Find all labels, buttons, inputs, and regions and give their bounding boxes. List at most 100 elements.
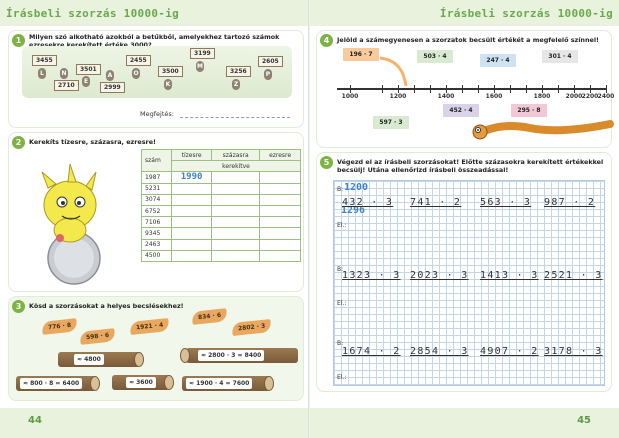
answer-cell[interactable]: [211, 182, 261, 195]
number-cell: 7106: [141, 216, 172, 229]
col-header-ezresre: ezresre: [259, 148, 301, 162]
multiplication-task[interactable]: 563 · 3: [480, 197, 531, 208]
answer-cell[interactable]: [211, 171, 261, 184]
tick: [526, 85, 527, 93]
letter-post: P: [264, 69, 272, 80]
answer-cell[interactable]: 1990: [170, 171, 213, 184]
multiplication-text: 741 · 2: [410, 197, 462, 208]
multiplication-task[interactable]: 2023 · 3: [410, 270, 469, 281]
number-cell: 9345: [141, 227, 172, 240]
answer-cell[interactable]: [211, 193, 261, 206]
tick: 2400: [598, 85, 614, 100]
multiplication-text: 1674 · 2: [342, 346, 401, 357]
squared-grid-worksheet[interactable]: [333, 180, 605, 386]
page-number: 44: [28, 415, 42, 426]
number-cell: 3074: [141, 193, 172, 206]
letter-post: L: [38, 68, 46, 79]
estimate-tag: B:: [337, 186, 344, 193]
table-row: 5231: [141, 182, 301, 195]
exercise-1-instruction: Milyen szó alkotható azokból a betűkből,…: [29, 33, 280, 49]
answer-cell[interactable]: [170, 193, 213, 206]
log-label[interactable]: ≈ 800 · 8 = 6400: [20, 378, 83, 389]
tick: 1400: [438, 85, 454, 100]
number-line-svg: [379, 56, 408, 87]
multiplication-task[interactable]: 2521 · 3: [544, 270, 603, 281]
answer-cell[interactable]: [259, 182, 301, 195]
product-card[interactable]: 247 · 4: [480, 54, 516, 67]
answer-cell[interactable]: [259, 238, 301, 251]
log-label[interactable]: ≈ 3600: [126, 377, 156, 388]
answer-cell[interactable]: [170, 227, 213, 240]
answer-cell[interactable]: [211, 238, 261, 251]
col-header-szazasra: százasra: [211, 148, 261, 162]
tick: [462, 85, 463, 93]
page-number: 45: [577, 415, 591, 426]
table-row: 4500: [141, 249, 301, 262]
tick: [478, 85, 479, 93]
answer-cell[interactable]: [170, 204, 213, 218]
product-card[interactable]: 196 · 7: [343, 48, 379, 61]
answer-cell[interactable]: [170, 238, 213, 251]
product-card[interactable]: 452 · 4: [443, 104, 479, 117]
log-label[interactable]: ≈ 1900 · 4 = 7600: [186, 378, 253, 389]
answer-cell[interactable]: [259, 171, 301, 184]
answer-cell[interactable]: [211, 249, 261, 262]
number-cell: 1987: [141, 171, 172, 184]
answer-cell[interactable]: [170, 182, 213, 195]
answer-cell[interactable]: [259, 249, 301, 262]
log-end: [164, 375, 174, 390]
answer-cell[interactable]: [211, 227, 261, 240]
connector-line: [379, 56, 408, 87]
number-sign: 2710: [54, 80, 79, 91]
log-end: [134, 352, 144, 367]
answer-cell[interactable]: [259, 204, 301, 218]
multiplication-task[interactable]: 1323 · 3: [342, 270, 401, 281]
multiplication-task[interactable]: 741 · 2: [410, 197, 461, 208]
estimate-tag: B:: [337, 340, 344, 347]
multiplication-task[interactable]: 987 · 2: [544, 197, 595, 208]
multiplication-task[interactable]: 3178 · 3: [544, 346, 603, 357]
answer-cell[interactable]: [170, 216, 213, 229]
log-label[interactable]: ≈ 4800: [74, 354, 104, 365]
exercise-number-badge: 4: [320, 34, 333, 47]
exercise-number-badge: 3: [12, 300, 25, 313]
product-card[interactable]: 301 · 4: [542, 50, 578, 63]
product-card[interactable]: 295 · 8: [511, 104, 547, 117]
number-sign: 2999: [100, 82, 125, 93]
number-cell: 5231: [141, 182, 172, 195]
tick: 1600: [486, 85, 502, 100]
page-title: Írásbeli szorzás 10000-ig: [439, 7, 613, 20]
multiplication-task[interactable]: 2854 · 3: [410, 346, 469, 357]
multiplication-task[interactable]: 1674 · 2: [342, 346, 401, 357]
tick: 1200: [390, 85, 406, 100]
exercise-number-badge: 5: [320, 156, 333, 169]
log-label[interactable]: ≈ 2800 · 3 = 8400: [198, 350, 265, 361]
answer-cell[interactable]: [211, 204, 261, 218]
col-subheader: kerekítve: [171, 160, 301, 173]
exercise-4-instruction: Jelöld a számegyenesen a szorzatok becsü…: [337, 36, 599, 44]
product-card[interactable]: 503 · 4: [417, 50, 453, 63]
check-tag: El.:: [337, 222, 347, 229]
product-card[interactable]: 597 · 3: [373, 116, 409, 129]
multiplication-task[interactable]: 1413 · 3: [480, 270, 539, 281]
tick-label: 1400: [437, 93, 455, 100]
answer-line[interactable]: [180, 117, 290, 118]
tick: 1000: [342, 85, 358, 100]
handwritten-result: 1296: [341, 205, 366, 216]
number-cell: 2463: [141, 238, 172, 251]
answer-cell[interactable]: [259, 227, 301, 240]
handwritten-estimate: 1200: [344, 182, 369, 193]
table-row: 3074: [141, 193, 301, 206]
multiplication-task[interactable]: 432 · 3: [342, 197, 393, 208]
exercise-5-instruction: Végezd el az írásbeli szorzásokat! Előtt…: [337, 158, 604, 174]
number-sign: 3501: [76, 64, 101, 75]
answer-cell[interactable]: [211, 216, 261, 229]
table-row: 7106: [141, 216, 301, 229]
answer-cell[interactable]: [170, 249, 213, 262]
number-sign: 2455: [126, 55, 151, 66]
multiplication-task[interactable]: 4907 · 2: [480, 346, 539, 357]
answer-cell[interactable]: [259, 193, 301, 206]
table-row: 6752: [141, 204, 301, 218]
check-tag: El.:: [337, 300, 347, 307]
answer-cell[interactable]: [259, 216, 301, 229]
